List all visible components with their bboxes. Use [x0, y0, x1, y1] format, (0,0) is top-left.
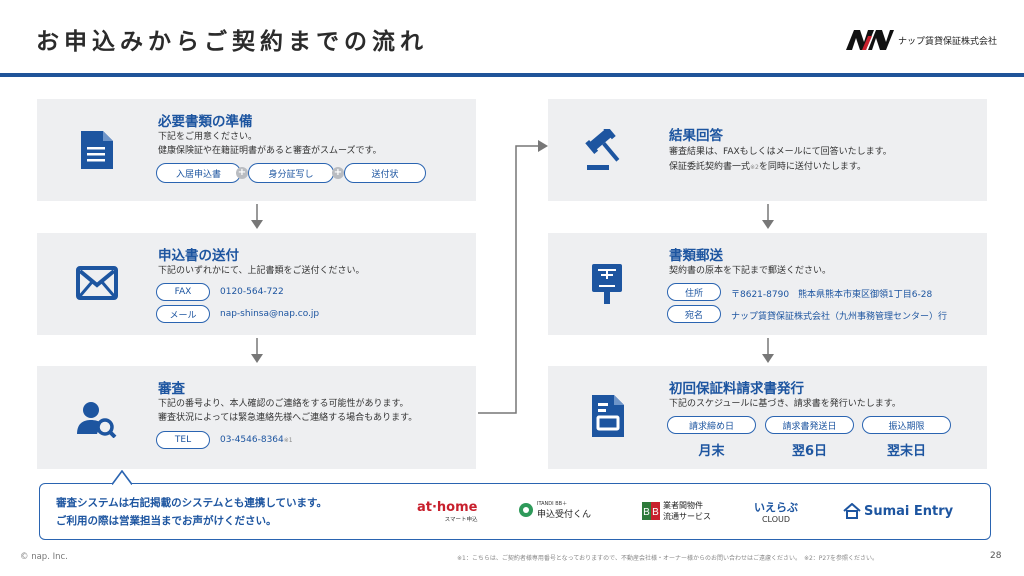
due-date-label: 振込期限	[862, 416, 951, 434]
integration-line-1: 審査システムは右記掲載のシステムとも連携しています。	[56, 497, 328, 509]
step-prep-desc-1: 下記をご用意ください。	[158, 132, 258, 142]
connector-arrow-icon	[478, 140, 548, 414]
tel-label: TEL	[156, 431, 210, 449]
step-review	[37, 366, 476, 469]
addressee-label: 宛名	[667, 305, 721, 323]
partner-itandi-logo: ITANDI BB＋ 申込受付くん	[518, 500, 591, 520]
postbox-icon	[592, 264, 622, 304]
bb-main: 業者間物件	[663, 501, 703, 510]
itandi-leaf-icon	[519, 503, 533, 517]
step-prep-title: 必要書類の準備	[158, 114, 253, 130]
step-send	[37, 233, 476, 335]
header-rule	[0, 73, 1024, 77]
fax-label: FAX	[156, 283, 210, 301]
sumai-main: Sumai Entry	[864, 503, 954, 519]
step-mail-title: 書類郵送	[669, 248, 723, 264]
step-result-desc-2: 保証委託契約書一式※2を同時に送付いたします。	[669, 160, 866, 175]
itandi-sub: ITANDI BB＋	[537, 501, 568, 507]
step-mail-desc: 契約書の原本を下記まで郵送ください。	[669, 266, 832, 276]
step-send-title: 申込書の送付	[158, 248, 239, 264]
partner-athome-logo: at·home スマート申込	[417, 500, 477, 523]
closing-date-label: 請求締め日	[667, 416, 756, 434]
itandi-main: 申込受付くん	[537, 510, 592, 520]
partner-ierabu-logo: いえらぶ CLOUD	[754, 499, 798, 524]
pill-id-copy: 身分証写し	[248, 163, 334, 183]
envelope-icon	[76, 266, 118, 300]
page-title: お申込みからご契約までの流れ	[36, 29, 428, 55]
document-icon	[81, 131, 113, 169]
mail-address: nap-shinsa@nap.co.jp	[220, 309, 320, 319]
athome-sub: スマート申込	[444, 517, 478, 523]
step-review-desc-2: 審査状況によっては緊急連絡先様へご連絡する場合もあります。	[158, 413, 418, 423]
integration-callout: 審査システムは右記掲載のシステムとも連携しています。 ご利用の際は営業担当までお…	[39, 483, 991, 540]
address-label: 住所	[667, 283, 721, 301]
result-desc-2b: を同時に送付いたします。	[758, 162, 866, 172]
address-value: 〒8621-8790 熊本県熊本市東区御領1丁目6-28	[731, 290, 933, 300]
step-review-desc-1: 下記の番号より、本人確認のご連絡をする可能性があります。	[158, 399, 409, 409]
svg-text:B: B	[652, 507, 659, 518]
down-arrow-icon	[762, 204, 774, 229]
due-date-value: 翌末日	[886, 444, 926, 459]
company-name: ナップ賃貸保証株式会社	[898, 36, 998, 47]
ierabu-main: いえらぶ	[754, 501, 798, 514]
send-date-label: 請求書発送日	[765, 416, 854, 434]
copyright: © nap. Inc.	[20, 552, 68, 562]
plus-icon: +	[236, 167, 248, 179]
step-result-desc-1: 審査結果は、FAXもしくはメールにて回答いたします。	[669, 147, 892, 157]
closing-date-value: 月末	[698, 444, 725, 459]
step-result-title: 結果回答	[669, 128, 723, 144]
addressee-value: ナップ賃貸保証株式会社（九州事務管理センター）行	[731, 312, 948, 322]
tel-number: 03-4546-8364※1	[220, 435, 293, 445]
page-number: 28	[990, 551, 1002, 561]
user-search-icon	[77, 402, 117, 438]
integration-text: 審査システムは右記掲載のシステムとも連携しています。 ご利用の際は営業担当までお…	[56, 494, 327, 530]
result-desc-2a: 保証委託契約書一式	[669, 162, 751, 172]
itandi-text: ITANDI BB＋ 申込受付くん	[537, 500, 591, 520]
partner-sumai-entry-logo: Sumai Entry	[843, 503, 953, 519]
down-arrow-icon	[251, 338, 263, 363]
bb-sub: 流通サービス	[663, 512, 711, 521]
bb-text: 業者間物件 流通サービス	[663, 500, 711, 522]
step-review-title: 審査	[158, 381, 185, 397]
ierabu-sub: CLOUD	[761, 515, 791, 524]
step-result	[548, 99, 987, 201]
step-prep-desc-2: 健康保険証や在籍証明書があると審査がスムーズです。	[158, 146, 382, 156]
step-invoice-desc: 下記のスケジュールに基づき、請求書を発行いたします。	[669, 399, 901, 409]
callout-pointer	[112, 470, 132, 485]
result-desc-2-note: ※2	[750, 164, 759, 171]
house-icon	[843, 503, 861, 519]
gavel-icon	[585, 129, 620, 170]
tel-note: ※1	[283, 437, 293, 444]
integration-line-2: ご利用の際は営業担当までお声がけください。	[56, 515, 277, 527]
plus-icon: +	[332, 167, 344, 179]
step-invoice-title: 初回保証料請求書発行	[669, 381, 804, 397]
down-arrow-icon	[762, 338, 774, 363]
fax-number: 0120-564-722	[220, 287, 284, 297]
invoice-document-icon	[592, 395, 624, 437]
nap-logo-icon	[846, 30, 894, 50]
svg-text:B: B	[643, 507, 650, 518]
mail-label: メール	[156, 305, 210, 323]
company-logo: ナップ賃貸保証株式会社	[846, 28, 997, 52]
send-date-value: 翌6日	[791, 444, 828, 459]
pill-application-form: 入居申込書	[156, 163, 241, 183]
pill-cover-letter: 送付状	[344, 163, 426, 183]
footnote: ※1：こちらは、ご契約者様専用番号となっておりますので、不動産会社様・オーナー様…	[457, 555, 879, 562]
athome-main: at·home	[417, 500, 478, 515]
down-arrow-icon	[251, 204, 263, 229]
step-send-desc: 下記のいずれかにて、上記書類をご送付ください。	[158, 266, 365, 276]
tel-number-value: 03-4546-8364	[220, 435, 284, 445]
